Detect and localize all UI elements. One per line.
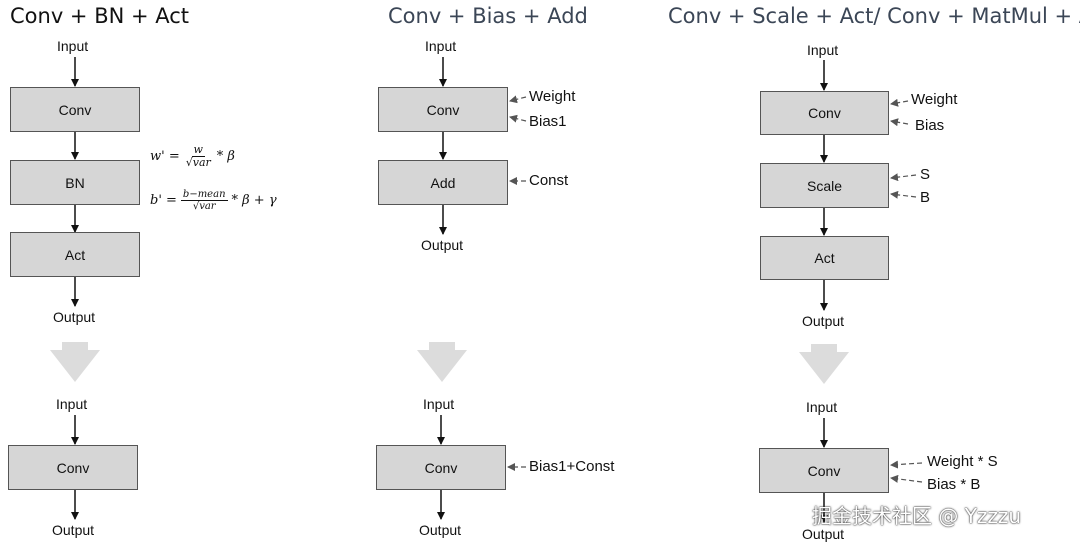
formula-b-fraction: b−mean √var: [180, 189, 228, 212]
c3b-output-label: Output: [802, 526, 845, 542]
c2-output-label: Output: [421, 237, 464, 253]
formula-w-den: √var: [185, 156, 211, 169]
c1-conv-box: Conv: [10, 87, 140, 132]
c1-input-label: Input: [57, 38, 89, 54]
c3-act-box: Act: [760, 236, 889, 280]
c1-bn-box: BN: [10, 160, 140, 205]
c3b-weight-s-label: Weight * S: [927, 453, 998, 470]
transform-arrow-col2: [417, 342, 467, 382]
c2-conv-box: Conv: [378, 87, 508, 132]
formula-w-rhs: * β: [216, 149, 235, 164]
arrow-c3-s: [890, 173, 917, 182]
title-conv-bn-act: Conv + BN + Act: [10, 4, 190, 28]
c1-act-box: Act: [10, 232, 140, 277]
c2b-output-label: Output: [419, 522, 462, 538]
arrow-c3-bias: [890, 118, 909, 127]
c1b-input-label: Input: [56, 396, 88, 412]
transform-arrow-col1: [50, 342, 100, 382]
formula-b-num: b−mean: [180, 189, 228, 201]
c3b-conv-box: Conv: [759, 448, 889, 493]
title-conv-bias-add: Conv + Bias + Add: [388, 4, 588, 28]
c3-conv-box: Conv: [760, 91, 889, 135]
c2-input-label: Input: [425, 38, 457, 54]
c2-const-label: Const: [529, 172, 569, 189]
arrow-c3b-bias-b: [890, 474, 923, 483]
c3b-input-label: Input: [806, 399, 838, 415]
arrow-c2-weight: [509, 95, 527, 104]
c3-s-label: S: [920, 166, 931, 183]
c2-weight-label: Weight: [529, 88, 576, 105]
c3-b-label: B: [920, 189, 931, 206]
watermark: 掘金技术社区 @ Yzzzu: [812, 504, 1022, 528]
formula-w-fraction: w √var: [184, 144, 213, 169]
c2b-input-label: Input: [423, 396, 455, 412]
c3-bias-label: Bias: [915, 117, 945, 134]
c3-scale-box: Scale: [760, 163, 889, 208]
c3-input-label: Input: [807, 42, 839, 58]
c1b-conv-box: Conv: [8, 445, 138, 490]
arrow-c3b-weight-s: [890, 460, 923, 469]
c3-weight-label: Weight: [911, 91, 958, 108]
formula-w-num: w: [191, 143, 205, 157]
formula-b-lhs: b' =: [150, 193, 177, 208]
c2-bias1-label: Bias1: [529, 113, 567, 130]
formula-w-prime: w' = w √var * β: [150, 144, 235, 169]
transform-arrow-col3: [799, 344, 849, 384]
c3-output-label: Output: [802, 313, 845, 329]
formula-w-lhs: w' =: [150, 149, 180, 164]
title-conv-scale-act: Conv + Scale + Act/ Conv + MatMul + Act: [668, 4, 1080, 28]
c2b-conv-box: Conv: [376, 445, 506, 490]
c2-add-box: Add: [378, 160, 508, 205]
c2b-bias-const-label: Bias1+Const: [529, 458, 615, 475]
arrow-c3-b: [890, 190, 917, 199]
c1-output-label: Output: [53, 309, 96, 325]
arrow-c3-weight: [890, 98, 909, 107]
c3b-bias-b-label: Bias * B: [927, 476, 981, 493]
formula-b-den: √var: [192, 201, 216, 212]
formula-b-prime: b' = b−mean √var * β + γ: [150, 189, 277, 212]
arrow-c2-bias1: [509, 114, 527, 123]
formula-b-rhs: * β + γ: [231, 193, 277, 208]
c1b-output-label: Output: [52, 522, 95, 538]
